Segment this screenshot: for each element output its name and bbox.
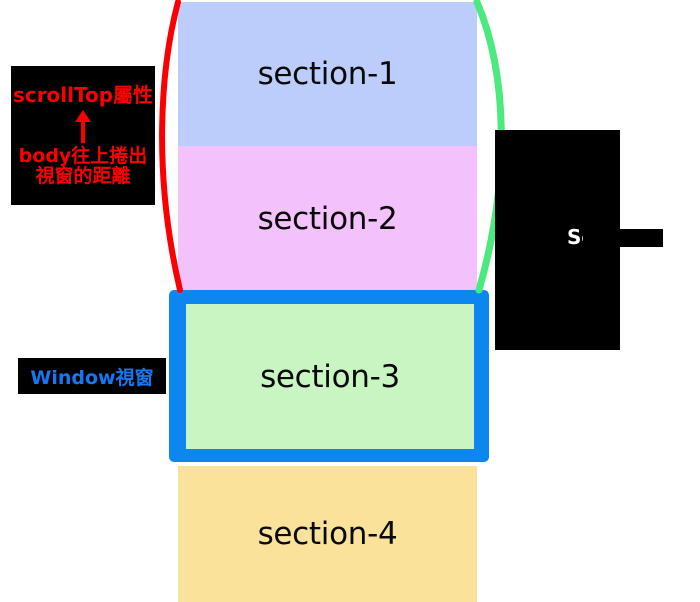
section-1-label: section-1 [257,56,398,92]
scrolltop-annotation: scrollTop屬性 body往上捲出 視窗的距離 [11,66,155,205]
section-4-label: section-4 [257,516,398,552]
window-viewport-annotation: Window視窗 [18,358,166,394]
up-arrow-icon [75,109,91,143]
scrolltop-description-line-1: body往上捲出 [18,144,148,167]
scroll-right-annotation: Sc [495,130,663,350]
section-2-label: section-2 [257,201,398,237]
section-3-label: section-3 [260,358,400,395]
scroll-right-occluder-bar [583,229,663,247]
section-block-4: section-4 [178,466,477,602]
scrolltop-title: scrollTop屬性 [12,82,154,107]
window-viewport-label: Window視窗 [30,366,154,389]
window-viewport-frame: section-3 [169,290,489,462]
scrolltop-description-line-2: 視窗的距離 [35,164,131,187]
section-block-1: section-1 [178,2,477,146]
section-block-2: section-2 [178,146,477,292]
section-block-3: section-3 [186,304,474,449]
